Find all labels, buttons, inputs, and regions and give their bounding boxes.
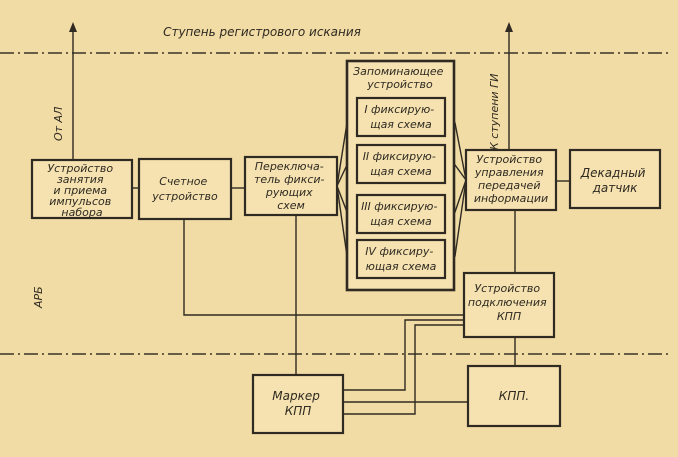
label-from-al: От АЛ (52, 107, 65, 141)
fixing-circuit-4-label: IV фиксиру- ющая схема (365, 245, 437, 273)
transfer-control-label: Устройство управления передачей информац… (474, 153, 548, 205)
fixing-circuit-3-box (355, 193, 447, 235)
fixing-circuit-2-box (355, 143, 447, 185)
output-arrow-head (505, 22, 513, 32)
fixing-circuit-1-label: I фиксирую- щая схема (364, 103, 437, 131)
counter-device-label: Счетное устройство (151, 175, 218, 203)
fixing-circuit-2-label: II фиксирую- щая схема (363, 150, 440, 178)
occupy-device-box (30, 158, 134, 220)
diagram-title: Ступень регистрового искания (163, 25, 361, 39)
decade-sensor-box (568, 148, 662, 210)
kpp-connect-label: Устройство подключения КПП (468, 282, 550, 323)
decade-sensor-label: Декадный датчик (580, 166, 650, 195)
kpp-box (466, 364, 562, 428)
label-to-gi: К ступени ГИ (488, 74, 501, 150)
switch-label: Переключа- тель фикси- рующих схем (254, 160, 328, 212)
kpp-connect-box (462, 271, 556, 339)
counter-device-box (137, 157, 233, 221)
label-arb: АРБ (32, 286, 45, 309)
occupy-device-label: Устройство занятия и приема импульсов на… (47, 162, 116, 219)
fixing-circuit-1-box (355, 96, 447, 138)
switch-box (243, 155, 339, 217)
kpp-marker-label: Маркер КПП (272, 389, 323, 418)
memory-device-label: Запоминающее устройство (353, 65, 447, 91)
input-arrow-head (69, 22, 77, 32)
transfer-control-box (464, 148, 558, 212)
kpp-label: КПП. (499, 389, 529, 403)
fixing-circuit-3-label: III фиксирую- щая схема (361, 200, 441, 228)
kpp-marker-box (251, 373, 345, 435)
fixing-circuit-4-box (355, 238, 447, 280)
